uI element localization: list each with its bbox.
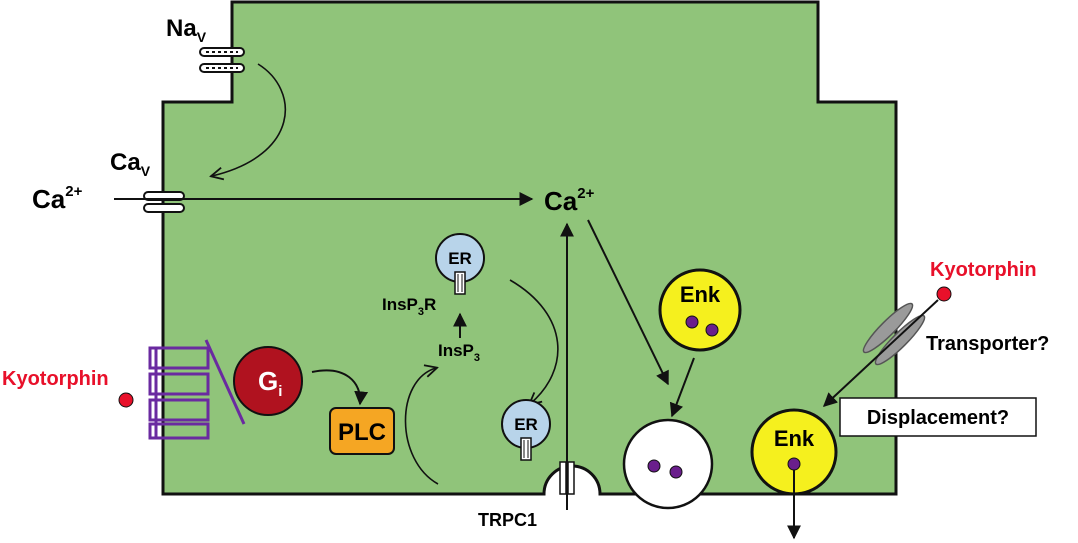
er-bottom-label: ER (514, 415, 538, 434)
insp3r-label: InsP3R (382, 295, 436, 318)
fused-granule (622, 418, 714, 510)
enk-granule-top (658, 268, 742, 352)
enk-top-dot (685, 315, 699, 329)
nav-channel (199, 47, 245, 73)
trpc1-label: TRPC1 (478, 510, 537, 530)
kyotorphin-uptake-arrow (822, 299, 939, 407)
kyotorphin-left-label: Kyotorphin (2, 368, 109, 390)
gi-label: Gi (258, 366, 282, 400)
enk-bottom-label: Enk (774, 426, 815, 451)
enk-bottom-dot (787, 457, 801, 471)
ca-to-exocytosis-arrow (587, 219, 669, 386)
enk-top-label: Enk (680, 282, 721, 307)
er-top-label: ER (448, 249, 472, 268)
ca-extracellular-label: Ca2+ (32, 183, 83, 214)
insp3-label: InsP3 (438, 341, 480, 364)
kyotorphin-left-dot (118, 392, 134, 408)
nav-to-cav-arrow (212, 63, 287, 176)
displacement-box (839, 397, 1037, 437)
er-calcium-release-arrow (509, 279, 559, 404)
er-bottom (501, 399, 551, 461)
transporter (862, 302, 926, 366)
gi-protein (233, 346, 303, 416)
ca-intracellular-label: Ca2+ (544, 185, 595, 216)
enk-top-dot (705, 323, 719, 337)
displacement-label: Displacement? (867, 407, 1009, 429)
fused-granule-dot (669, 465, 683, 479)
plc-label: PLC (338, 419, 386, 446)
granule-to-fusion-arrow (669, 357, 695, 418)
kyotorphin-right-dot (936, 286, 952, 302)
nav-label: NaV (166, 15, 207, 45)
plc-to-insp3-arrow (404, 368, 438, 485)
cav-label: CaV (110, 149, 151, 179)
gpcr-receptor (148, 339, 246, 440)
plc-box (329, 407, 395, 455)
er-top (435, 233, 485, 295)
gi-to-plc-arrow (311, 369, 369, 406)
transporter-label: Transporter? (926, 333, 1049, 355)
kyotorphin-right-label: Kyotorphin (930, 259, 1037, 281)
fused-granule-dot (647, 459, 661, 473)
